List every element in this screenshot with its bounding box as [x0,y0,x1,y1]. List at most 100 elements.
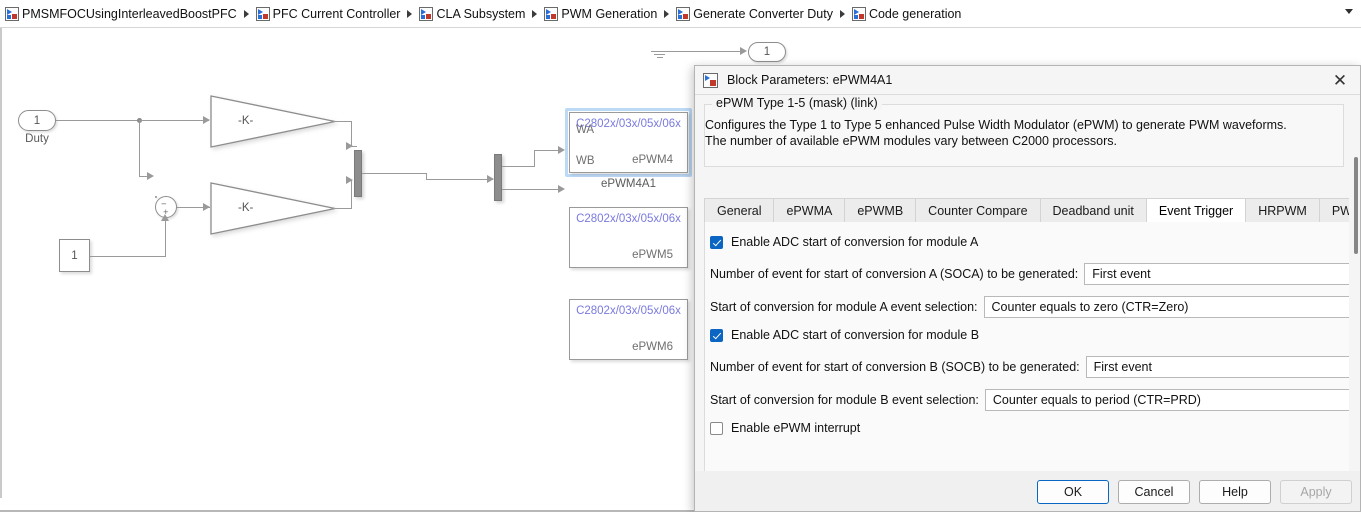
wire-arrow-icon [346,176,353,184]
tab-counter-compare[interactable]: Counter Compare [915,198,1041,222]
gain-block-bottom[interactable] [210,182,336,238]
breadcrumb-item-1[interactable]: PFC Current Controller [255,0,403,28]
wire-gain1-out [333,121,352,123]
subsystem-icon [255,6,270,21]
wire-arrow-icon [203,116,210,124]
socb-count-row: Number of event for start of conversion … [710,356,1357,378]
breadcrumb-item-2[interactable]: CLA Subsystem [419,0,527,28]
dialog-button-bar: OK Cancel Help Apply [695,471,1360,511]
enable-soc-b-row[interactable]: Enable ADC start of conversion for modul… [710,328,979,342]
breadcrumb-label: PFC Current Controller [272,6,401,21]
wire-mux2-wa-h2 [534,150,563,152]
wire-arrow-icon [161,214,169,221]
soca-count-dropdown[interactable]: First event [1084,263,1357,285]
wire-duty-main [56,120,140,122]
ok-button[interactable]: OK [1037,480,1109,504]
wire-gain1-to-mux [351,146,357,148]
enable-soc-a-checkbox[interactable] [710,235,723,249]
mux-block-1[interactable] [354,150,362,197]
outport-block[interactable]: 1 [748,42,786,62]
socb-event-label: Start of conversion for module B event s… [710,393,979,407]
subsystem-icon [5,6,19,21]
tab-epwma[interactable]: ePWMA [773,198,846,222]
inport-block-duty[interactable]: 1 [18,110,56,131]
enable-soc-a-label: Enable ADC start of conversion for modul… [731,235,979,249]
epwm5-mask-header: C2802x/03x/05x/06x [576,213,681,225]
tab-hrpwm[interactable]: HRPWM [1245,198,1320,222]
cancel-button[interactable]: Cancel [1118,480,1190,504]
wire-arrow-icon [203,203,210,211]
tab-general[interactable]: General [704,198,775,222]
ground-bar-2-icon [654,54,665,56]
dialog-title: Block Parameters: ePWM4A1 [727,73,893,87]
epwm6-mask-header: C2802x/03x/05x/06x [576,305,681,317]
breadcrumb-item-5[interactable]: Code generation [851,0,963,28]
breadcrumb-label: CLA Subsystem [436,6,526,21]
tab-panel-event-trigger: Enable ADC start of conversion for modul… [704,222,1358,479]
epwm4-block[interactable]: C2802x/03x/05x/06x WA WB ePWM4 [569,112,688,173]
wire-duty-branch-to-sum [139,176,152,178]
mux-block-2[interactable] [494,154,502,201]
wire-arrow-icon [558,146,565,154]
wire-arrow-icon [487,175,494,183]
close-icon[interactable]: ✕ [1332,70,1348,90]
breadcrumb-item-3[interactable]: PWM Generation [544,0,659,28]
breadcrumb-separator-icon [532,9,538,18]
breadcrumb-separator-icon [839,9,845,18]
sum-block[interactable] [155,196,157,198]
epwm4-block-label: ePWM4A1 [601,178,656,190]
wire-gain1-down [351,121,353,147]
wire-mux1-out [362,173,427,175]
tab-event-trigger[interactable]: Event Trigger [1145,198,1247,222]
vertical-scrollbar-thumb[interactable] [1354,157,1358,254]
epwm6-block[interactable]: C2802x/03x/05x/06x ePWM6 [569,299,688,360]
wire-arrow-icon [346,142,353,150]
breadcrumb-item-4[interactable]: Generate Converter Duty [676,0,835,28]
enable-soc-a-row[interactable]: Enable ADC start of conversion for modul… [710,235,978,249]
wire-arrow-icon [740,47,747,55]
dialog-body: ePWM Type 1-5 (mask) (link) Configures t… [695,95,1360,511]
enable-epwm-interrupt-checkbox[interactable] [710,421,723,435]
enable-soc-b-checkbox[interactable] [710,328,723,342]
gain-block-top[interactable] [210,95,336,151]
enable-epwm-interrupt-row[interactable]: Enable ePWM interrupt [710,421,860,435]
wire-duty-branch-down [139,120,141,177]
wire-ground-to-outport [660,51,744,53]
sum-sign-minus: − [161,199,167,210]
epwm4-port-wa: WA [576,124,595,136]
block-parameters-dialog: Block Parameters: ePWM4A1 ✕ ePWM Type 1-… [694,65,1361,512]
epwm5-block[interactable]: C2802x/03x/05x/06x ePWM5 [569,207,688,268]
vertical-scrollbar[interactable] [1349,124,1360,511]
enable-epwm-interrupt-label: Enable ePWM interrupt [731,421,861,435]
breadcrumb-item-0[interactable]: PMSMFOCUsingInterleavedBoostPFC [5,0,239,28]
wire-const-up-to-sum [165,220,167,257]
canvas-left-border [0,28,2,498]
chevron-down-icon[interactable] [1345,9,1353,14]
socb-count-dropdown[interactable]: First event [1085,356,1357,378]
gain-triangle-icon [210,95,336,148]
breadcrumb-separator-icon [664,9,670,18]
wire-duty-to-gain1 [140,120,209,122]
breadcrumb-label: Code generation [868,6,962,21]
help-button[interactable]: Help [1199,480,1271,504]
constant-value: 1 [71,249,78,262]
soca-event-row: Start of conversion for module A event s… [710,296,1357,318]
soca-count-row: Number of event for start of conversion … [710,263,1357,285]
inport-label: Duty [25,133,49,145]
constant-block[interactable]: 1 [59,239,90,272]
tab-deadband-unit[interactable]: Deadband unit [1039,198,1147,222]
tab-epwmb[interactable]: ePWMB [844,198,917,222]
epwm4-name: ePWM4 [632,154,673,166]
soca-event-dropdown[interactable]: Counter equals to zero (CTR=Zero) [983,296,1357,318]
wire-mux1-to-mux2 [426,179,493,181]
selection-halo [565,108,692,177]
soca-count-label: Number of event for start of conversion … [710,267,1079,281]
epwm6-name: ePWM6 [632,341,673,353]
socb-event-dropdown[interactable]: Counter equals to period (CTR=PRD) [984,389,1357,411]
gain-top-text: -K- [238,115,254,127]
mask-description-line2: The number of available ePWM modules var… [705,134,1118,148]
epwm5-name: ePWM5 [632,249,673,261]
subsystem-icon [703,72,718,88]
inport-number: 1 [33,114,41,127]
breadcrumb-separator-icon [243,9,249,18]
